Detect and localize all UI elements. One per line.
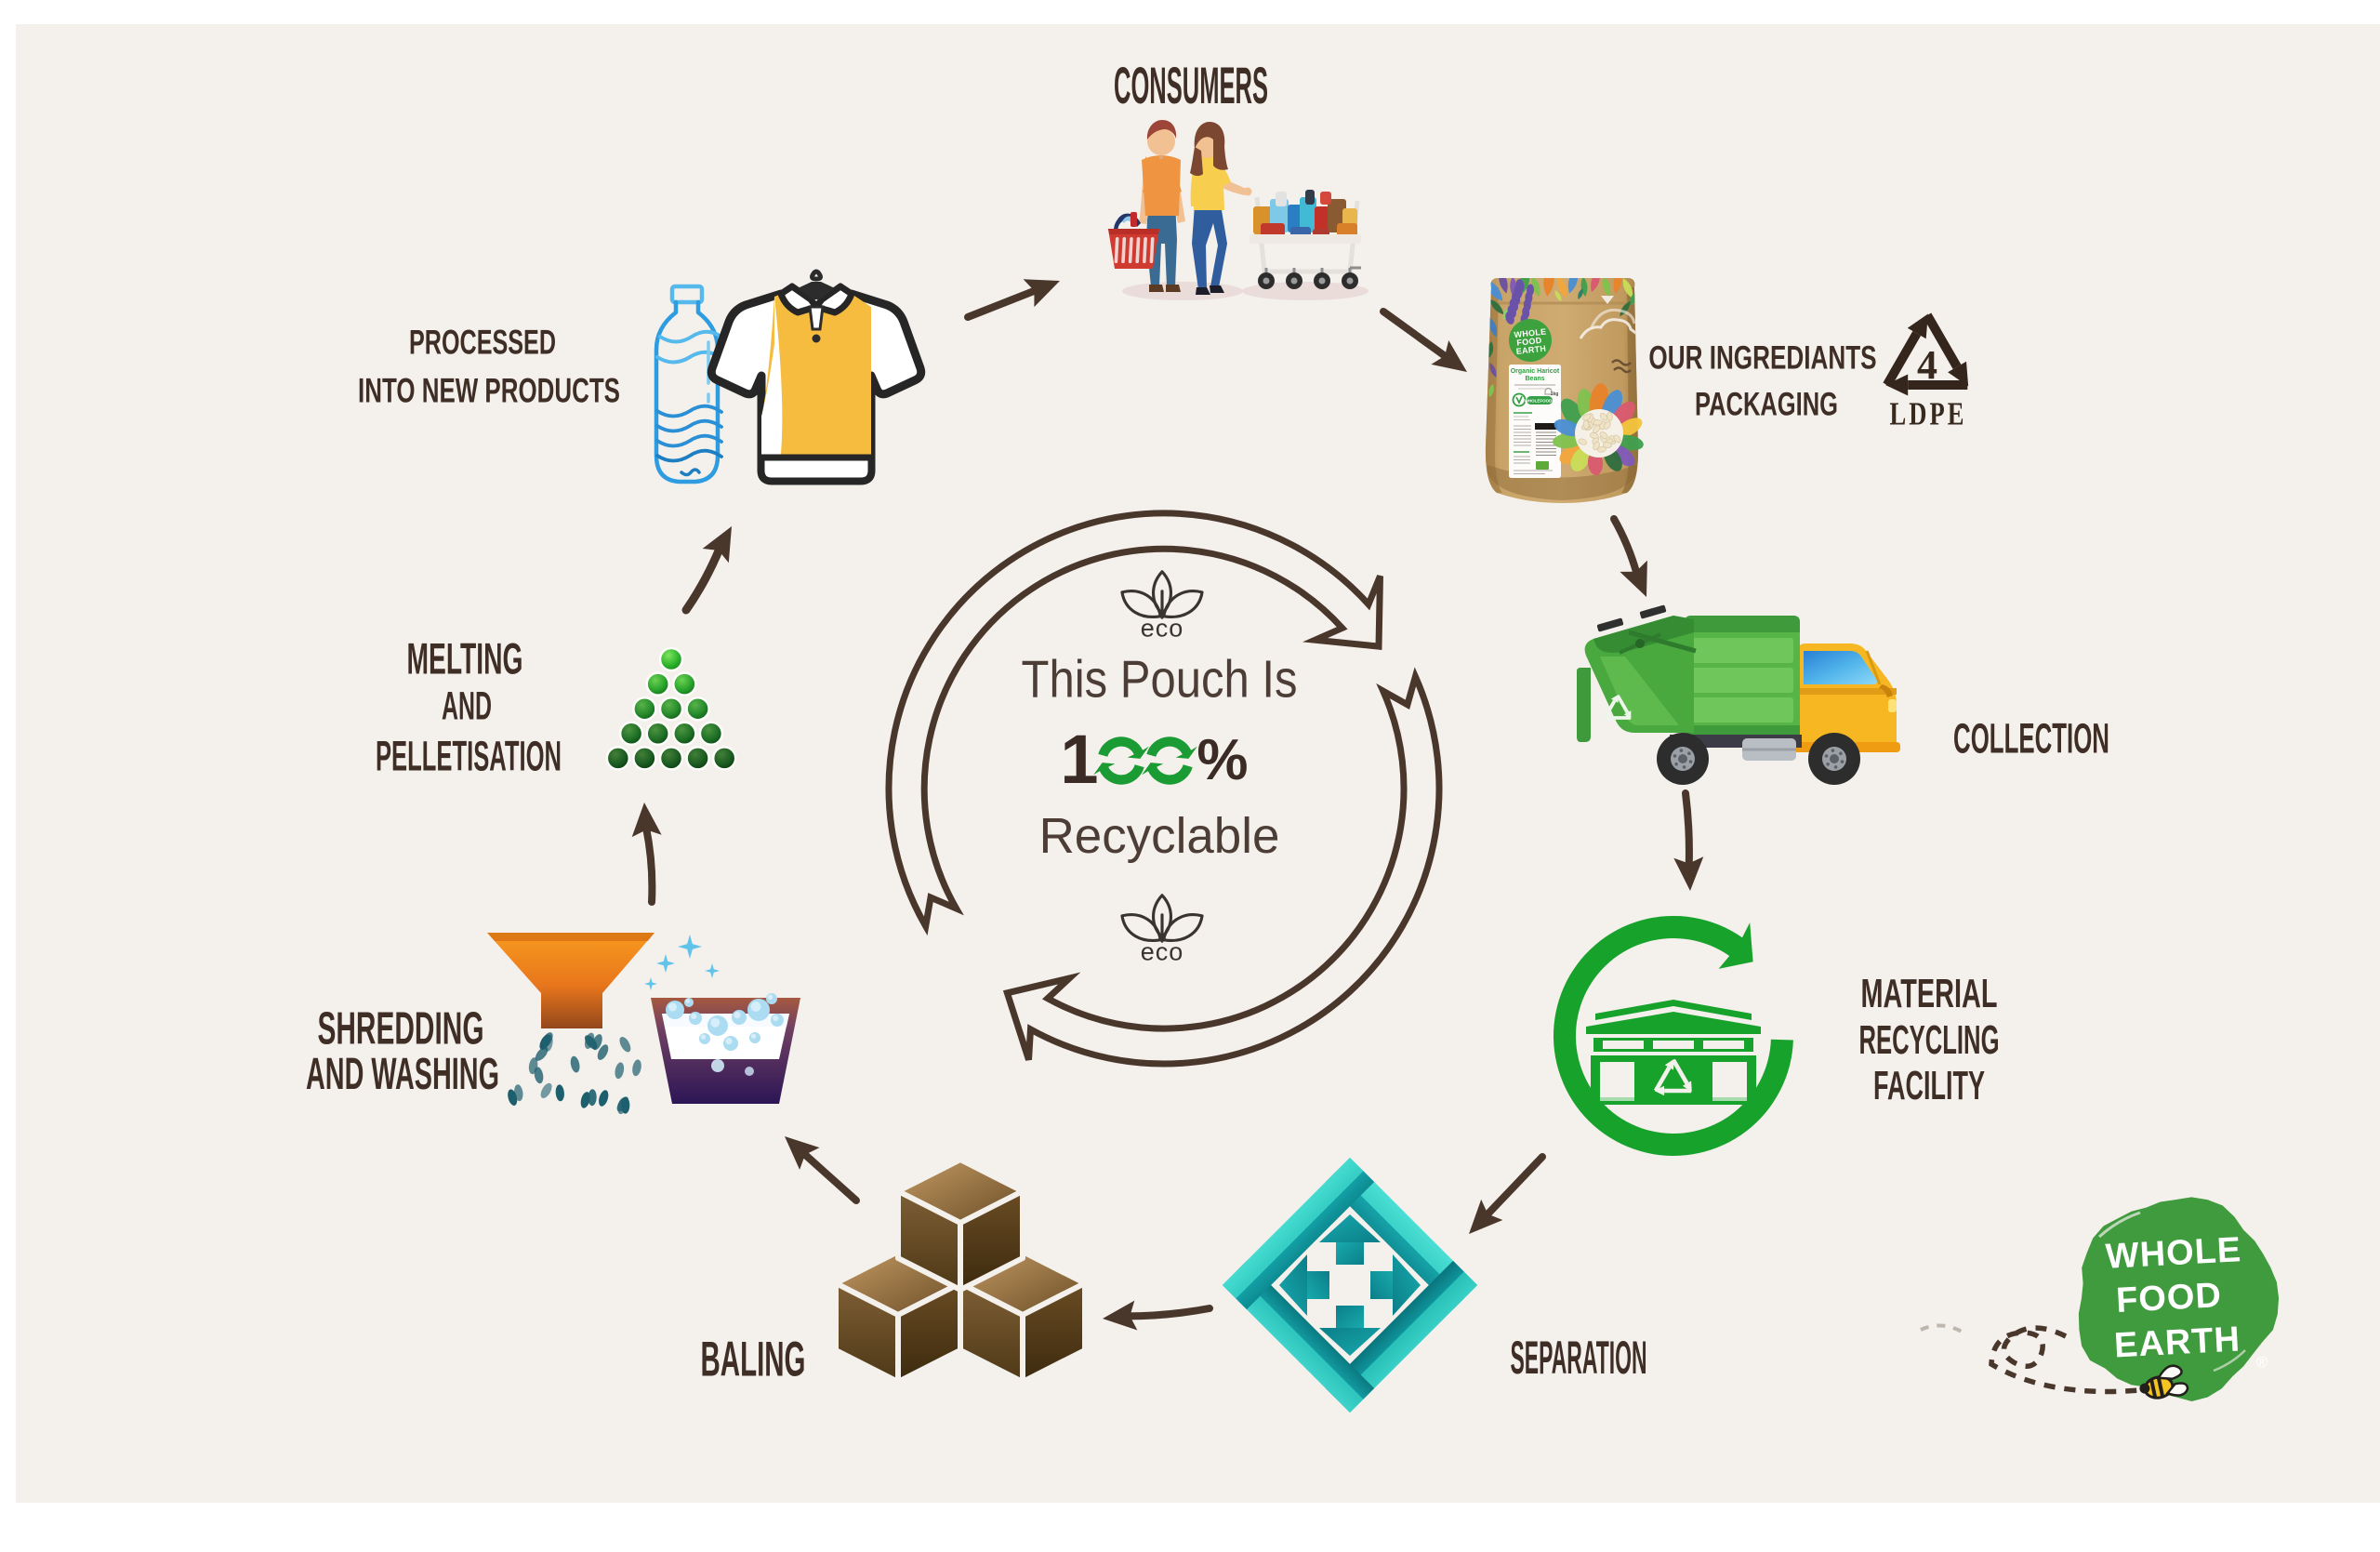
arrow-packaging-to-collection [1610,515,1647,597]
ldpe-number: 4 [1917,342,1937,388]
label-processed-2: INTO NEW PRODUCTS [358,371,620,410]
consumers-illustration [1108,120,1368,300]
logo-line1: WHOLE [2104,1230,2243,1277]
pouch-beans [1553,383,1644,475]
label-shredding-1: SHREDDING [317,1003,484,1055]
label-packaging-2: PACKAGING [1694,386,1839,423]
logo-reg: ® [2255,1353,2270,1372]
pouch-logo [1509,319,1552,362]
arrow-facility-to-separation [1469,1153,1546,1234]
arrow-baling-to-shredding [785,1136,860,1204]
label-facility-2: RECYCLING [1858,1017,2000,1063]
pouch-weight: 1kg [1550,391,1559,398]
label-consumers: CONSUMERS [1114,56,1268,114]
separation-icon [1222,1157,1478,1413]
washing-basin [644,935,800,1104]
center-percent-sign: % [1197,728,1249,792]
label-facility-1: MATERIAL [1860,971,1998,1016]
label-facility-3: FACILITY [1872,1063,1986,1108]
arrow-consumers-to-packaging [1380,308,1467,372]
pouch-product-2: Beans [1525,375,1545,382]
label-melting-3: PELLETISATION [375,732,562,780]
pouch-label [1509,365,1561,478]
label-shredding-2: AND WASHING [305,1050,500,1099]
recycle-zero-1 [1093,736,1149,785]
shreds [508,1032,641,1115]
arrow-products-to-consumers [964,279,1060,321]
recycle-ring [885,510,1443,1068]
pouch-illustration [1485,278,1644,503]
label-baling: BALING [700,1332,806,1387]
label-separation: SEPARATION [1510,1332,1647,1384]
consumers-shadow [1122,282,1243,300]
label-melting-1: MELTING [406,633,523,683]
garbage-truck [1577,604,1900,785]
logo-line3: EARTH [2113,1320,2241,1366]
arrow-separation-to-baling [1103,1300,1213,1331]
ldpe-code: LDPE [1889,395,1967,432]
pellet-pyramid [605,646,737,771]
eco-text-bottom: eco [1140,937,1184,966]
cart-shadow [1242,282,1368,300]
tshirt [707,269,926,485]
shredder-funnel [487,933,654,1115]
center-percent-one: 1 [1060,721,1099,798]
label-packaging-1: OUR INGREDIANTS [1648,339,1877,377]
center-line1: This Pouch Is [1021,649,1298,710]
water-bottle [654,284,724,484]
logo-line2: FOOD [2115,1276,2223,1320]
man-figure [1108,120,1185,292]
ldpe-icon [1883,312,1969,396]
brand-logo [1920,1197,2280,1401]
woman-figure [1190,122,1252,295]
eco-text-top: eco [1140,614,1184,643]
recycling-facility-icon [1553,915,1793,1156]
arrow-collection-to-facility [1673,789,1704,891]
label-melting-2: AND [441,683,493,729]
shopping-cart [1250,190,1361,289]
baling-cubes [833,1157,1088,1385]
bee-trail [1989,1325,2141,1395]
recycle-zero-2 [1142,736,1197,785]
arrow-shredding-to-melting [631,803,662,906]
pouch-product-1: Organic Haricot [1510,367,1560,375]
eco-icon-top [1120,570,1204,619]
pouch-badge: WHOLEFOODS [1524,397,1555,403]
eco-icon-bottom [1120,894,1204,943]
label-processed-1: PROCESSED [409,323,556,362]
center-line3: Recyclable [1038,808,1280,864]
bee-icon [2139,1364,2189,1399]
label-collection: COLLECTION [1953,714,2109,763]
arrow-melting-to-products [681,526,732,615]
